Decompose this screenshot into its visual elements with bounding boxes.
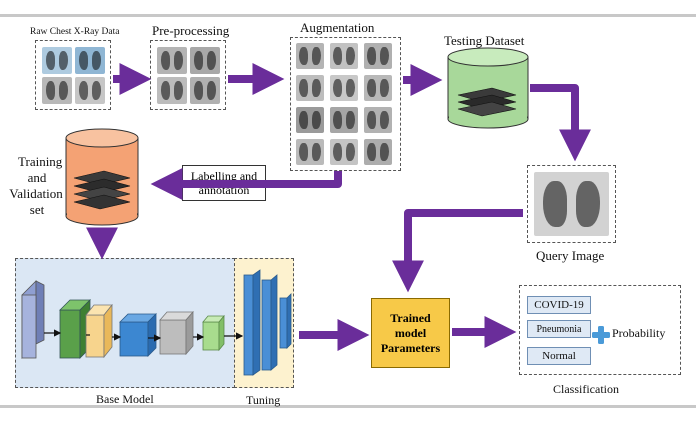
training-dataset-cylinder bbox=[65, 128, 139, 226]
raw-xray-image bbox=[75, 77, 105, 104]
classification-label: Classification bbox=[553, 382, 619, 396]
augmented-xray-image bbox=[296, 107, 324, 133]
raw-data-label: Raw Chest X-Ray Data bbox=[30, 27, 120, 37]
top-rule bbox=[0, 14, 696, 17]
preprocessed-xray-image bbox=[190, 47, 220, 74]
preprocessed-xray-image bbox=[190, 77, 220, 104]
augmented-xray-image bbox=[296, 139, 324, 165]
preprocessed-xray-image bbox=[157, 77, 187, 104]
testing-dataset-cylinder bbox=[447, 47, 529, 129]
trained-model-label: model bbox=[394, 325, 427, 340]
training-label: Validation bbox=[9, 186, 63, 201]
class-covid19: COVID-19 bbox=[527, 296, 591, 314]
dense-layer-block bbox=[243, 269, 261, 376]
bottom-rule bbox=[0, 405, 696, 408]
preprocessed-xray-image bbox=[157, 47, 187, 74]
flow-arrow bbox=[150, 168, 342, 200]
trained-model-label: Trained bbox=[390, 310, 431, 325]
augmented-xray-image bbox=[296, 43, 324, 69]
cnn-layer-block bbox=[159, 310, 194, 356]
augmented-xray-image bbox=[364, 107, 392, 133]
flow-arrow bbox=[530, 84, 591, 162]
preprocessing-box bbox=[150, 40, 226, 110]
augmented-xray-image bbox=[364, 75, 392, 101]
training-label: set bbox=[29, 202, 45, 217]
dense-layer-block bbox=[261, 274, 278, 371]
training-label: Training bbox=[18, 154, 63, 169]
cnn-layer-block bbox=[59, 299, 91, 359]
base-model-label: Base Model bbox=[96, 392, 154, 406]
class-pneumonia: Pneumonia bbox=[527, 320, 591, 338]
training-label: and bbox=[27, 170, 47, 185]
cnn-layer-block bbox=[85, 303, 113, 359]
trained-model-label: Parameters bbox=[380, 340, 441, 355]
augmentation-label: Augmentation bbox=[300, 20, 375, 35]
flow-arrow bbox=[392, 209, 523, 293]
dense-layer-block bbox=[279, 293, 292, 349]
tuning-label: Tuning bbox=[246, 393, 281, 407]
raw-xray-image bbox=[75, 47, 105, 74]
augmentation-box bbox=[290, 37, 401, 171]
augmented-xray-image bbox=[330, 107, 358, 133]
augmented-xray-image bbox=[330, 139, 358, 165]
query-xray-image bbox=[534, 172, 609, 236]
raw-xray-image bbox=[42, 47, 72, 74]
raw-data-box bbox=[35, 40, 111, 110]
testing-dataset-label: Testing Dataset bbox=[444, 33, 525, 48]
raw-xray-image bbox=[42, 77, 72, 104]
medical-plus-icon bbox=[592, 326, 610, 344]
query-image-label: Query Image bbox=[536, 248, 605, 263]
probability-label: Probability bbox=[612, 326, 666, 340]
augmented-xray-image bbox=[330, 75, 358, 101]
augmented-xray-image bbox=[364, 43, 392, 69]
trained-model-box: Trained model Parameters bbox=[371, 298, 450, 368]
cnn-layer-block bbox=[202, 314, 225, 352]
augmented-xray-image bbox=[364, 139, 392, 165]
cnn-layer-block bbox=[21, 280, 45, 359]
query-image-box bbox=[527, 165, 616, 243]
class-normal: Normal bbox=[527, 347, 591, 365]
preprocessing-label: Pre-processing bbox=[152, 23, 230, 38]
cnn-layer-block bbox=[119, 313, 157, 357]
augmented-xray-image bbox=[296, 75, 324, 101]
labelling-label: Labelling and bbox=[190, 169, 258, 183]
augmented-xray-image bbox=[330, 43, 358, 69]
